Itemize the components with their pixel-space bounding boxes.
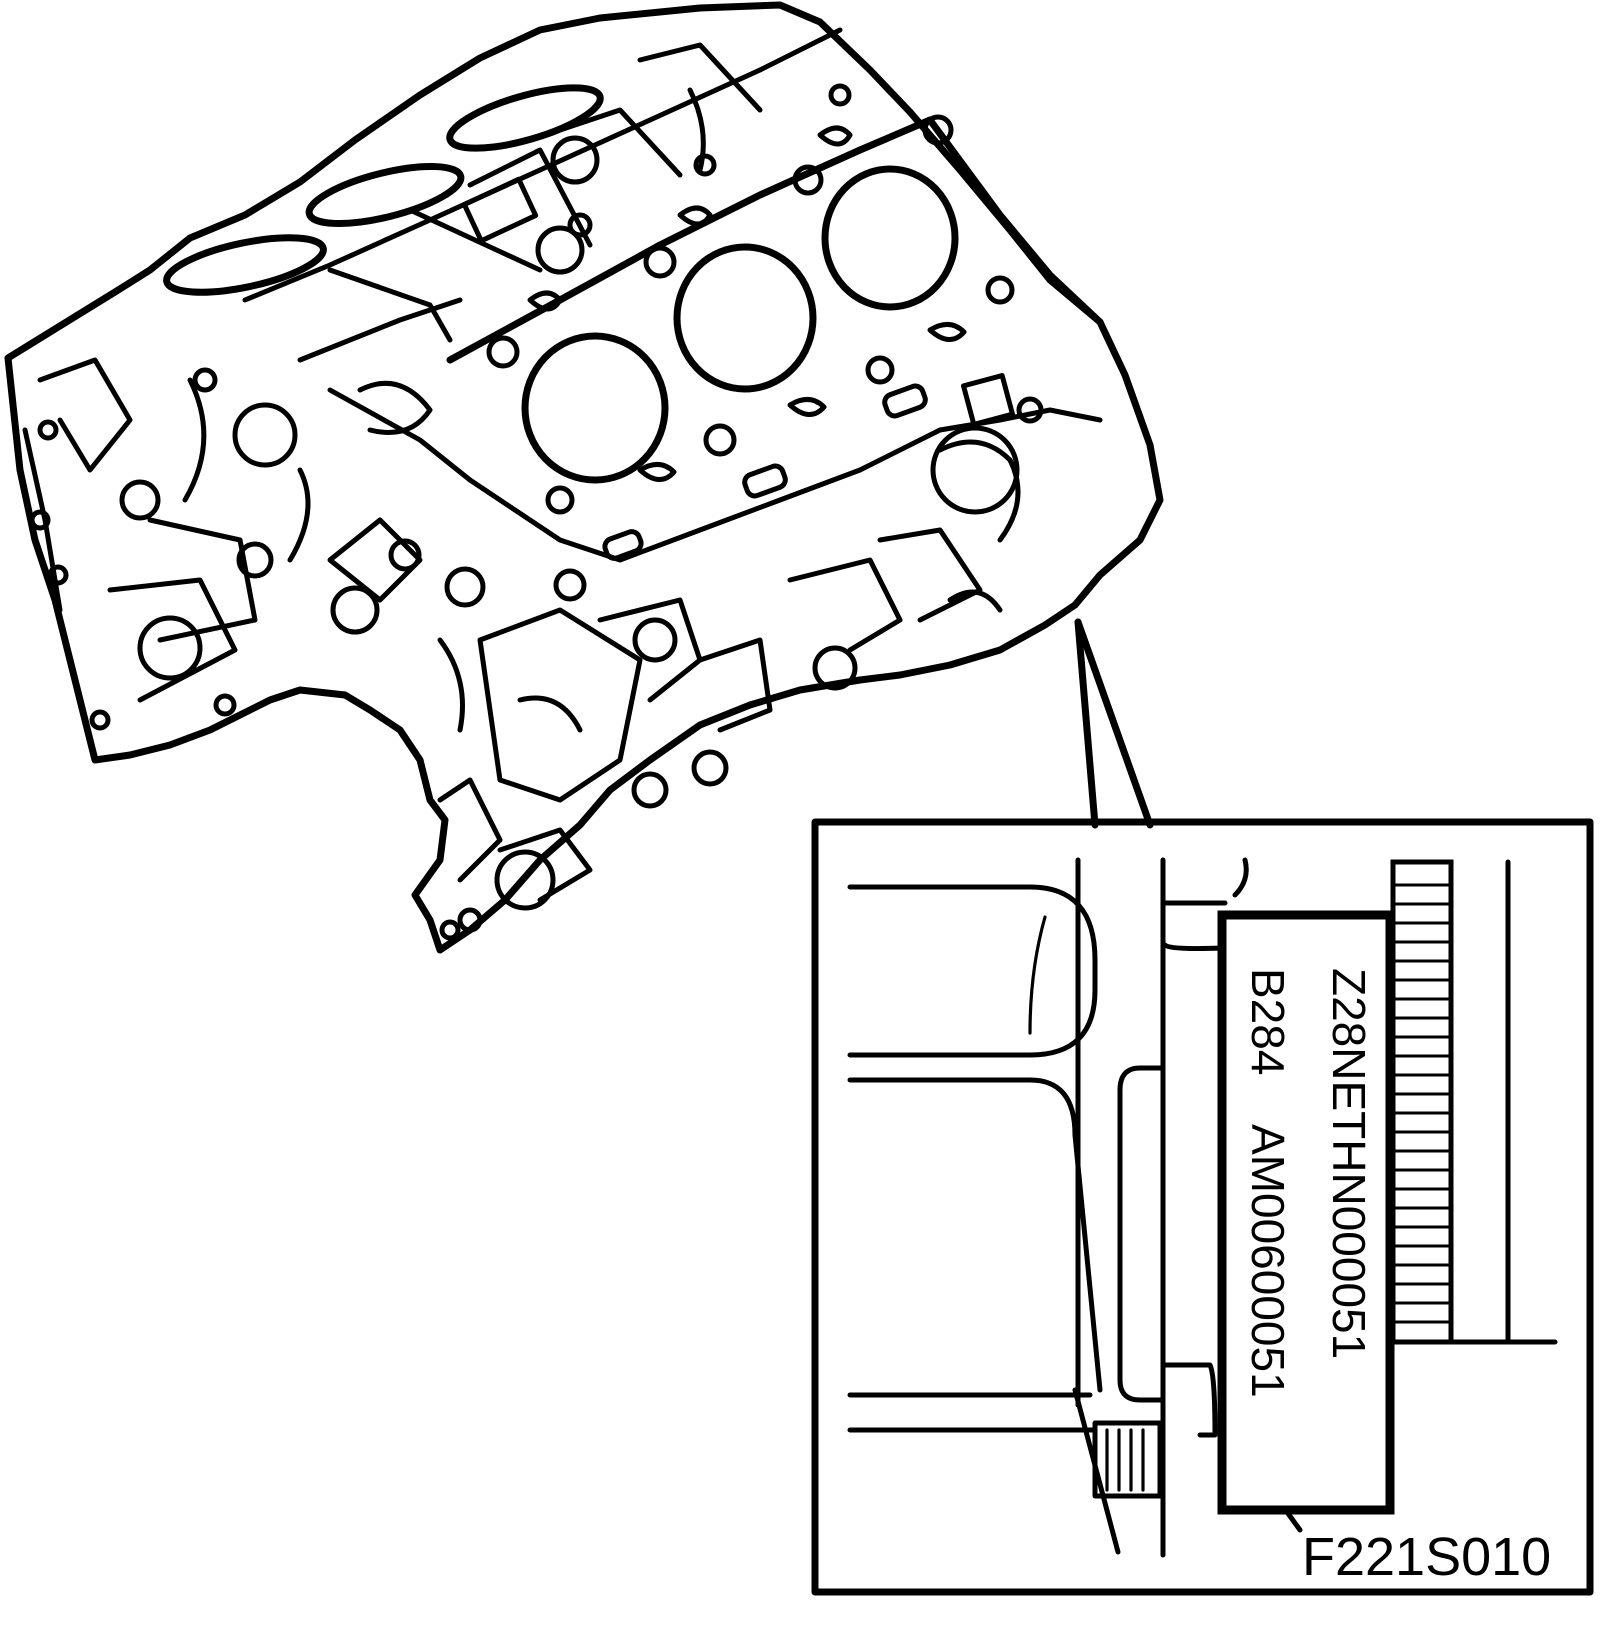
detail-inset: Z28NETHN000051 B284 AM00600051 F221S010: [811, 818, 1594, 1596]
valley-structure: [327, 42, 763, 343]
inset-rounded-slot: [1117, 1065, 1166, 1403]
inset-frame: [811, 818, 1594, 1596]
valley-edge: [297, 297, 473, 483]
ribbed-strip: [1390, 859, 1454, 1345]
left-bore-3: [446, 84, 604, 152]
left-bore-1: [163, 234, 327, 296]
cylinder-bore-3: [821, 165, 959, 311]
lower-crankcase-details: [388, 373, 1021, 941]
left-bank-edge: [242, 27, 843, 303]
plate-text-line1: Z28NETHN000051: [1323, 968, 1375, 1359]
cylinder-bore-2: [673, 243, 817, 393]
pointer-line-right: [1074, 618, 1154, 829]
deck-surface-edge: [446, 116, 1104, 364]
serial-plate: [1217, 910, 1395, 1515]
inset-rail-c: [1232, 857, 1249, 898]
plate-text-line2: B284 AM00600051: [1242, 968, 1294, 1398]
left-bore-2: [305, 163, 465, 227]
inset-bracket-top: [1162, 900, 1228, 952]
deck-passages: [486, 83, 1044, 561]
deck-lower-edge: [467, 407, 1103, 563]
inset-bracket-bottom: [1162, 1362, 1218, 1438]
engine-block-drawing: [4, 1, 1164, 954]
front-face-details: [22, 357, 433, 731]
inset-curve: [1028, 915, 1047, 1035]
cylinder-bore-1: [521, 332, 669, 484]
serial-plate-tab: [1284, 1509, 1303, 1533]
inset-small-block: [1092, 1420, 1163, 1499]
pointer-line-left: [1074, 618, 1099, 829]
block-outline: [4, 1, 1164, 954]
inset-fillet-lower: [847, 1077, 1103, 1393]
inset-fillet-upper: [847, 884, 1098, 1058]
inset-small-block-ribs: [1105, 1428, 1145, 1492]
figure-code: F221S010: [1302, 1527, 1551, 1587]
